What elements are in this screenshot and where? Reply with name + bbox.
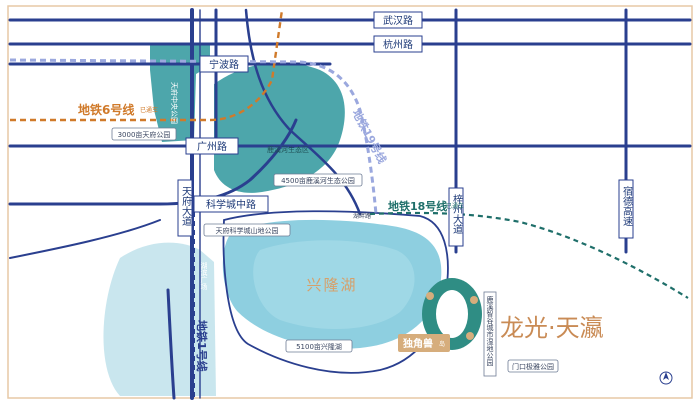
southwest-lake-area [103, 242, 216, 396]
label-hubin-square: 湖滨广场 [200, 261, 208, 291]
project-island [422, 278, 482, 350]
label-guangzhou-road: 广州路 [197, 140, 227, 153]
island-marker-1 [426, 292, 434, 300]
island-inner [436, 290, 468, 338]
label-menkou-park: 门口极雅公园 [512, 362, 554, 371]
label-wuhan-road: 武汉路 [383, 14, 413, 27]
label-tianfu-central-park: 天府中央公园 [170, 82, 179, 124]
metro-line-18 [369, 211, 689, 299]
label-metro-18: 地铁18号线 [388, 199, 447, 213]
label-express: 宿德高速 [621, 185, 633, 226]
metro-line-19 [9, 58, 378, 215]
label-hupan-road: 湖畔路 [353, 212, 371, 220]
map-frame [7, 5, 693, 399]
lake-inner-highlight [253, 240, 415, 330]
metro-line-6 [10, 9, 284, 122]
label-kexuecheng-road: 科学城中路 [206, 198, 256, 211]
label-ningbo-road: 宁波路 [209, 58, 239, 71]
project-badge-sub: 岛 [439, 340, 445, 348]
label-metro-18-status: 已通车 [446, 202, 464, 210]
label-metro-6: 地铁6号线 [78, 102, 134, 117]
road-curve-southwest [9, 219, 161, 259]
label-zilong-avenue: 梓州大道 [451, 193, 463, 234]
label-kexuecheng-park: 天府科学城山地公园 [216, 226, 279, 235]
project-badge-label: 独角兽 [403, 337, 433, 350]
label-luxi-eco: 鹿溪河生态区 [267, 145, 309, 154]
island-marker-3 [466, 332, 474, 340]
label-xinglong-lake: 兴隆湖 [306, 276, 357, 294]
label-luxi-4500: 4500亩鹿溪河生态公园 [281, 176, 355, 185]
island-marker-2 [470, 296, 478, 304]
project-brand: 龙光·天瀛 [500, 314, 604, 342]
label-tianfu-avenue: 天府大道 [180, 186, 192, 226]
label-tianfu-3000: 3000亩天府公园 [118, 130, 171, 139]
road-south-west [166, 288, 176, 400]
label-luxi-wetland: 鹿溪智谷城市湿地公园 [486, 295, 494, 367]
road-labels: 武汉路 杭州路 宁波路 广州路 科学城中路 [185, 11, 423, 213]
label-hangzhou-road: 杭州路 [383, 38, 413, 51]
label-metro-6-status: 已通车 [140, 106, 158, 114]
label-metro-1: 地铁1号线 [195, 320, 209, 372]
luxi-eco-park-area [214, 62, 345, 193]
label-xinglong-5100: 5100亩兴隆湖 [296, 342, 342, 351]
north-arrow-icon [659, 371, 673, 385]
project-badge-box [398, 334, 450, 352]
tianfu-central-park-area [150, 44, 210, 142]
